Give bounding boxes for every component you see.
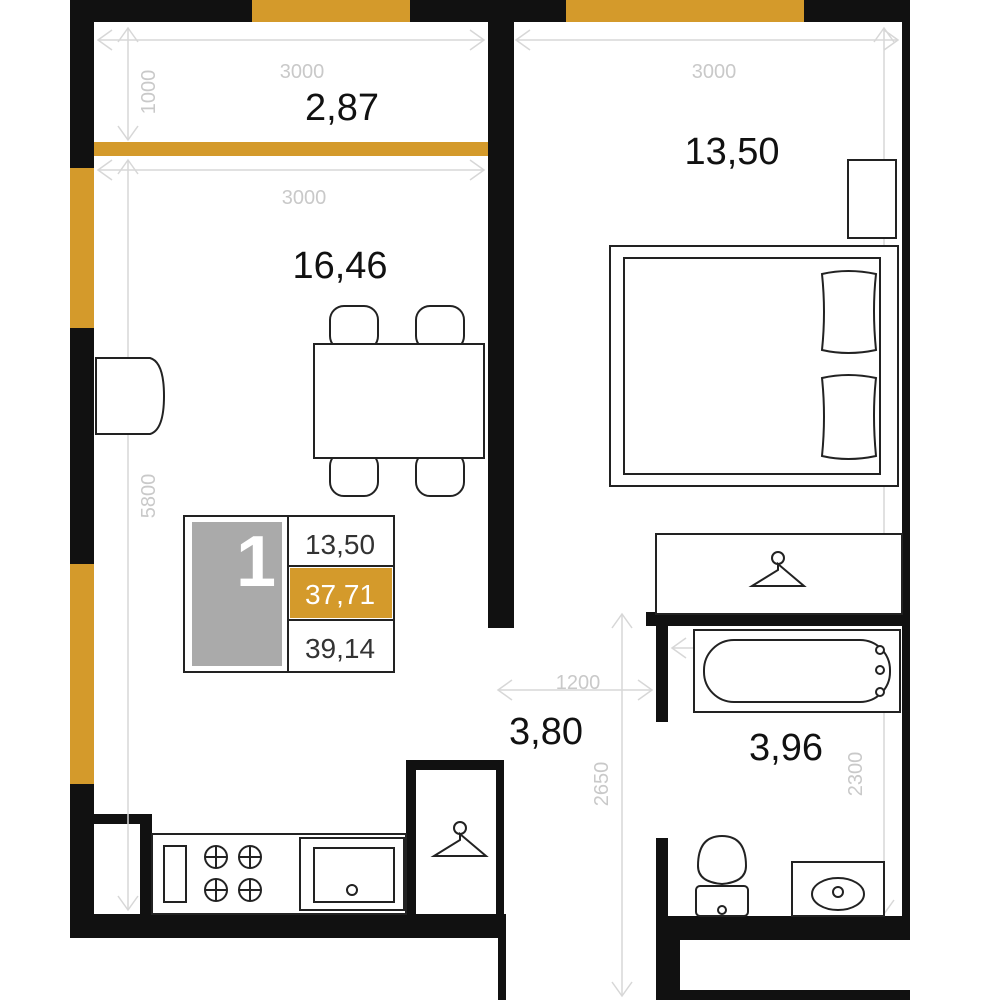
wall-corner-bump-v bbox=[140, 814, 152, 918]
armchair-icon bbox=[95, 357, 166, 435]
window-left-lower bbox=[70, 564, 94, 784]
dim-balcony-depth: 1000 bbox=[138, 70, 160, 115]
hall-area: 3,80 bbox=[509, 711, 583, 753]
living-area: 13,50 bbox=[305, 529, 375, 560]
wall-corner-bump bbox=[70, 814, 152, 824]
toilet-icon bbox=[695, 834, 749, 917]
dining-table-icon bbox=[313, 305, 485, 497]
wall-bath-left-upper bbox=[656, 612, 668, 722]
wardrobe-bedroom bbox=[655, 533, 903, 615]
summary-card: 1 13,50 37,71 39,14 bbox=[183, 515, 395, 673]
wall-left bbox=[70, 0, 94, 938]
washbasin-icon bbox=[791, 861, 885, 917]
bed-icon bbox=[609, 245, 899, 487]
stove-icon bbox=[163, 845, 262, 903]
wardrobe-bedroom-small bbox=[847, 159, 897, 239]
wall-bottom-left bbox=[70, 914, 500, 938]
dim-kitchen-width: 3000 bbox=[282, 187, 327, 209]
window-top-left bbox=[252, 0, 410, 22]
card-highlight bbox=[290, 568, 392, 618]
window-left-upper bbox=[70, 168, 94, 328]
wall-stub-hall-left bbox=[498, 914, 506, 1000]
wall-closet-left bbox=[406, 760, 416, 920]
hanger-icon bbox=[430, 821, 489, 857]
dim-hall-length: 2650 bbox=[591, 762, 613, 807]
dim-bedroom-width: 3000 bbox=[692, 61, 737, 83]
bathtub-icon bbox=[693, 629, 901, 713]
card-gray-panel bbox=[192, 522, 282, 666]
dim-balcony-width: 3000 bbox=[280, 61, 325, 83]
dim-hall-width: 1200 bbox=[556, 672, 601, 694]
window-top-right bbox=[566, 0, 804, 22]
balcony-area: 2,87 bbox=[305, 87, 379, 129]
rooms-count: 1 bbox=[236, 522, 276, 602]
dim-kitchen-length: 5800 bbox=[138, 474, 160, 519]
wall-bottom-right bbox=[656, 916, 910, 940]
bedroom-area: 13,50 bbox=[684, 131, 779, 173]
dim-bath-length: 2300 bbox=[845, 752, 867, 797]
wall-bath-top bbox=[646, 612, 910, 626]
total-area: 37,71 bbox=[305, 579, 375, 610]
area-with-balcony: 39,14 bbox=[305, 633, 375, 664]
sink-icon bbox=[299, 837, 405, 911]
bathroom-area: 3,96 bbox=[749, 727, 823, 769]
wall-stub-right-corner bbox=[656, 990, 910, 1000]
wall-partition-vertical bbox=[488, 20, 514, 628]
wall-right bbox=[902, 0, 910, 940]
wall-closet-right bbox=[496, 760, 504, 920]
hanger-icon bbox=[748, 551, 807, 587]
wall-bath-left-lower bbox=[656, 838, 668, 938]
kitchen-living-area: 16,46 bbox=[292, 245, 387, 287]
balcony-door-line bbox=[94, 142, 488, 156]
windows bbox=[70, 0, 804, 784]
wall-closet-top bbox=[406, 760, 500, 770]
